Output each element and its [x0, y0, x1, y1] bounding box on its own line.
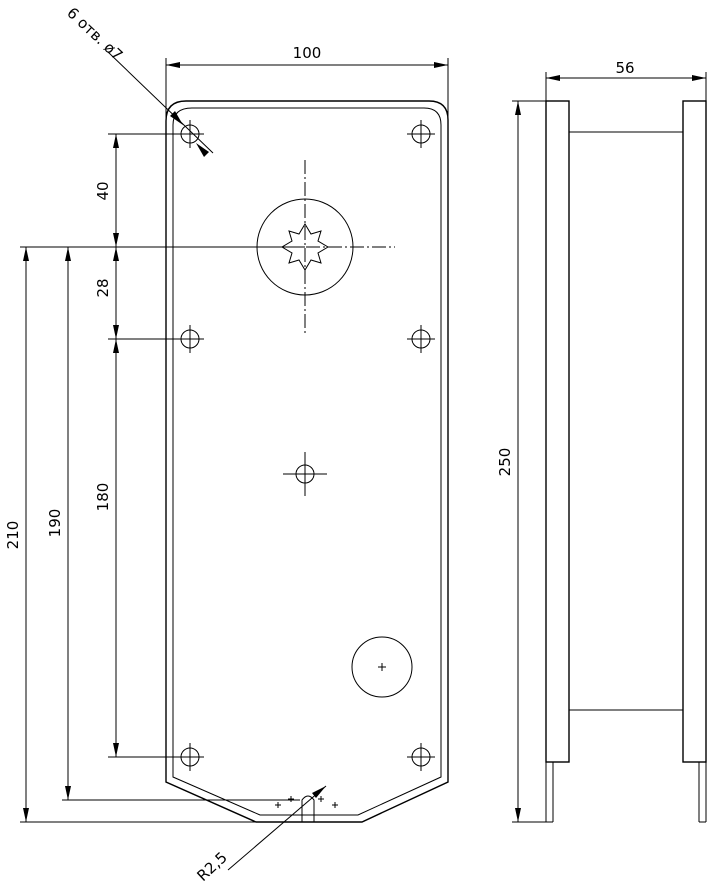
dimension-label-28: 28	[94, 278, 112, 297]
bottom-slot	[301, 795, 315, 822]
dimension-width-56: 56	[545, 59, 707, 101]
front-outline-outer	[165, 100, 449, 823]
mounting-hole-mid-right	[407, 325, 435, 353]
dimension-width-100: 100	[165, 44, 449, 118]
mounting-hole-top-right	[407, 120, 435, 148]
dimension-label-190: 190	[46, 509, 64, 538]
dimension-height-250: 250	[496, 100, 546, 823]
dimension-label-250: 250	[496, 448, 514, 477]
slot-marks	[275, 796, 338, 808]
dimension-height-190: 190	[46, 247, 71, 800]
dimension-label-40: 40	[94, 181, 112, 200]
dimension-height-180: 180	[94, 339, 119, 757]
radius-note: R2,5	[193, 848, 230, 885]
dimension-height-28: 28	[94, 247, 119, 339]
dimension-label-180: 180	[94, 483, 112, 512]
dimension-height-210: 210	[4, 247, 29, 822]
mounting-hole-bottom-right	[407, 743, 435, 771]
lower-round-feature	[351, 636, 413, 698]
front-view	[165, 100, 449, 823]
front-outline-inner	[172, 107, 442, 816]
mounting-hole-center	[283, 452, 327, 496]
dimension-label-56: 56	[615, 59, 634, 77]
dimension-label-210: 210	[4, 521, 22, 550]
holes-note: 6 отв. ø7	[63, 4, 126, 64]
dimension-height-40: 40	[94, 134, 119, 247]
side-view	[545, 100, 707, 823]
dimension-label-100: 100	[293, 44, 322, 62]
radius-callout: R2,5	[193, 785, 327, 885]
